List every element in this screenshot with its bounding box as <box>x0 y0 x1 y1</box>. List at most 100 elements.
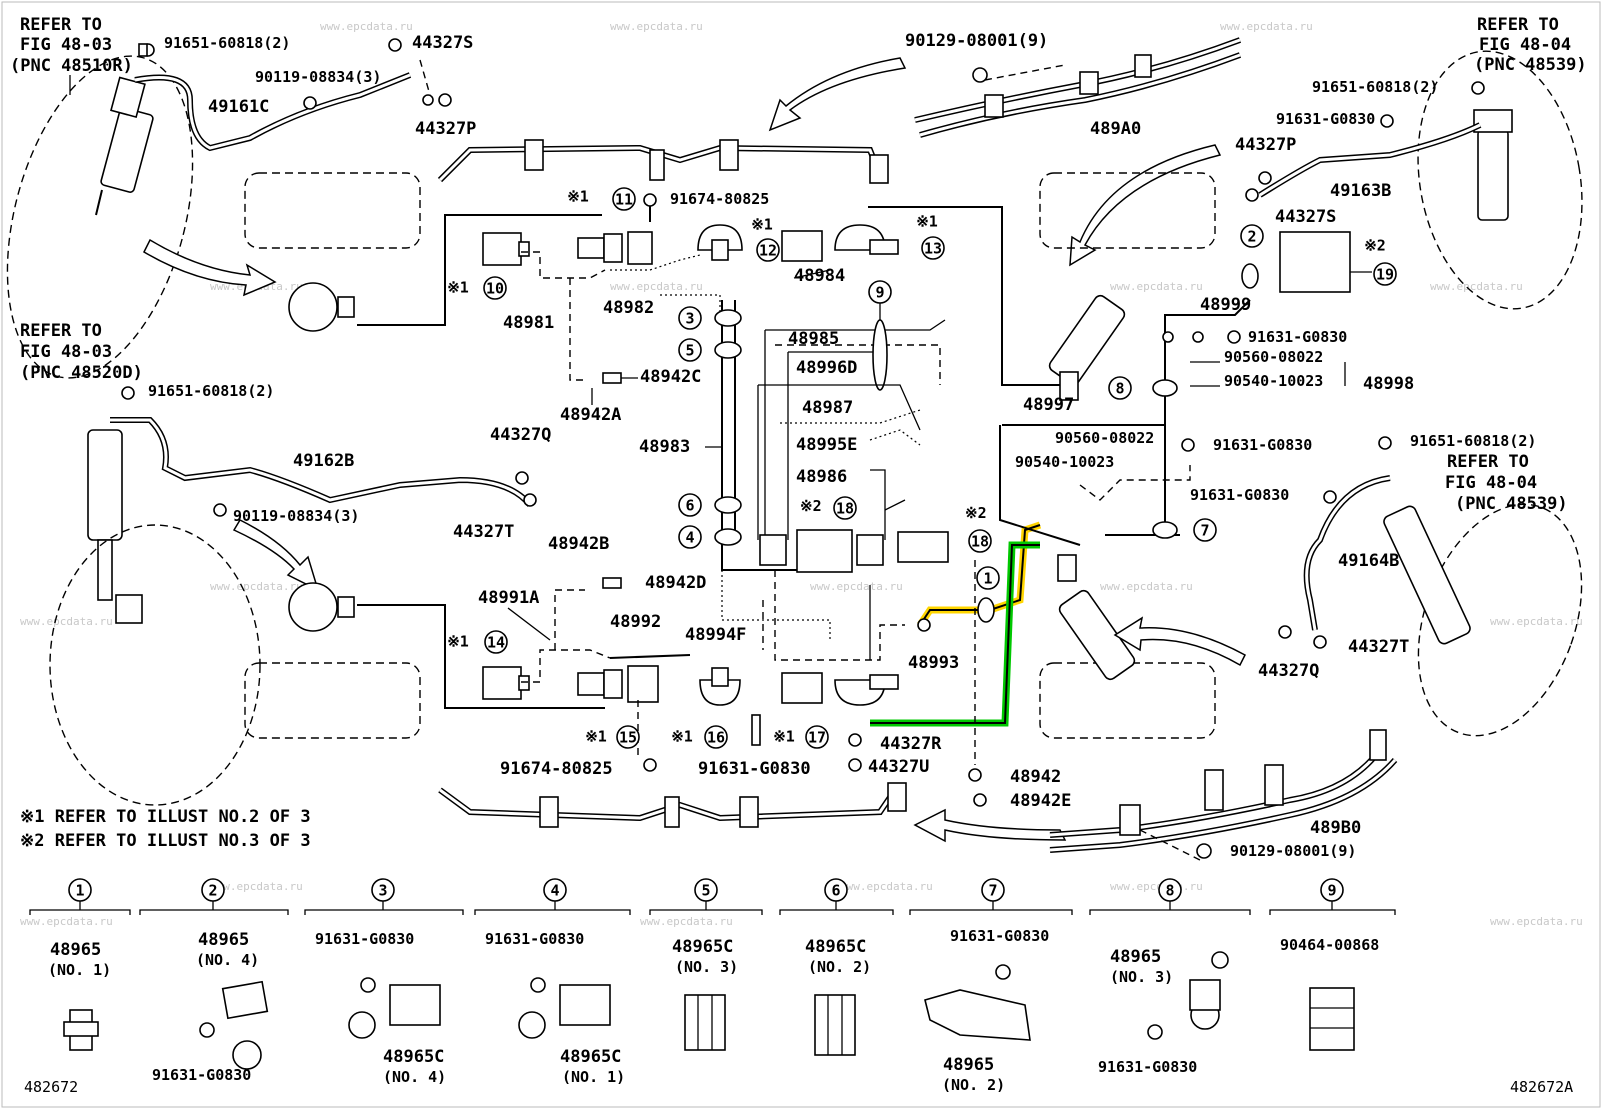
legend-sub: (NO. 4) <box>196 951 259 969</box>
part-44327Q: 44327Q <box>490 425 551 445</box>
part-44327Q: 44327Q <box>1258 661 1319 681</box>
watermark: www.epcdata.ru <box>1110 280 1203 293</box>
watermark: www.epcdata.ru <box>210 880 303 893</box>
part-91631-G0830: 91631-G0830 <box>1190 486 1289 504</box>
part-91631-G0830: 91631-G0830 <box>1248 328 1347 346</box>
clamp-2 <box>1241 263 1259 289</box>
wheel-well-rr <box>1039 662 1216 739</box>
refer-tl-line1: REFER TO <box>20 15 102 35</box>
svg-text:1: 1 <box>75 882 84 900</box>
clamp-6 <box>714 496 742 514</box>
part-48942C: 48942C <box>640 367 701 387</box>
part-48986: 48986 <box>796 467 847 487</box>
legend-sub: 48965C <box>383 1047 444 1067</box>
harness-dash <box>521 251 606 279</box>
clamp-1 <box>977 597 995 623</box>
arrow-ml <box>232 519 320 592</box>
part-48981: 48981 <box>503 313 554 333</box>
callout-15: 15 <box>619 729 637 747</box>
part-48982: 48982 <box>603 298 654 318</box>
part-48984: 48984 <box>794 266 845 286</box>
part-48996D: 48996D <box>796 358 857 378</box>
svg-text:2: 2 <box>208 882 217 900</box>
legend-sub: 48965C <box>560 1047 621 1067</box>
legend-item-2: 2 48965 (NO. 4) 91631-G0830 <box>139 878 289 1084</box>
actuator-10 <box>482 232 530 266</box>
legend-part: 48965C <box>672 937 733 957</box>
part-48994F: 48994F <box>685 625 746 645</box>
refer-tr-line3: (PNC 48539) <box>1474 55 1587 75</box>
note-mark: ※1 <box>916 213 938 231</box>
legend-item-5: 5 48965C (NO. 3) <box>649 878 763 1051</box>
part-90560-08022: 90560-08022 <box>1055 429 1154 447</box>
note-mark: ※1 <box>773 728 795 746</box>
connector-11 <box>577 231 653 265</box>
connector-48992 <box>609 654 691 659</box>
legend-part: 48965 <box>1110 947 1161 967</box>
callout-18: 18 <box>836 500 854 518</box>
note-mark: ※1 <box>567 188 589 206</box>
watermark: www.epcdata.ru <box>640 915 733 928</box>
harness-dash <box>521 649 611 683</box>
nut-icon <box>1245 171 1272 202</box>
callout-13: 13 <box>924 240 942 258</box>
svg-text:3: 3 <box>378 882 387 900</box>
shock-absorber-tr <box>1473 109 1513 221</box>
bolt-icon <box>643 193 657 222</box>
legend-part: 91631-G0830 <box>315 930 414 948</box>
callouts: 1 2 3 4 5 6 7 8 9 10 11 12 13 14 15 16 1… <box>483 187 1397 749</box>
sensor-16 <box>699 667 741 706</box>
callout-14: 14 <box>487 634 505 652</box>
part-49162B: 49162B <box>293 451 354 471</box>
refer-tr-line2: FIG 48-04 <box>1479 35 1571 55</box>
part-44327P: 44327P <box>415 119 476 139</box>
bolt-icon <box>303 96 317 110</box>
part-48942B: 48942B <box>548 534 609 554</box>
callout-6: 6 <box>685 497 694 515</box>
arrow-tr <box>1069 144 1222 267</box>
wire-sensor-rl <box>357 604 605 709</box>
svg-text:8: 8 <box>1165 882 1174 900</box>
svg-text:5: 5 <box>701 882 710 900</box>
legend-part: 48965C <box>805 937 866 957</box>
part-44327S: 44327S <box>1275 207 1336 227</box>
part-91674-80825: 91674-80825 <box>670 190 769 208</box>
part-91651-60818: 91651-60818(2) <box>1312 78 1438 96</box>
legend-sub: (NO. 2) <box>808 958 871 976</box>
arrow-bottom <box>913 808 1067 843</box>
part-49161C: 49161C <box>208 97 269 117</box>
note-mark: ※1 <box>671 728 693 746</box>
part-48987: 48987 <box>802 398 853 418</box>
legend-part: 91631-G0830 <box>485 930 584 948</box>
note-2: ※2 REFER TO ILLUST NO.3 OF 3 <box>20 831 311 851</box>
harness-dash <box>569 278 585 381</box>
bolt-icon <box>138 43 155 57</box>
part-48942A: 48942A <box>560 405 621 425</box>
legend-sub: 48965 <box>943 1055 994 1075</box>
callout-1: 1 <box>983 570 992 588</box>
part-48995E: 48995E <box>796 435 857 455</box>
part-91631-G0830: 91631-G0830 <box>1213 436 1312 454</box>
part-90119-08834: 90119-08834(3) <box>255 68 381 86</box>
bolt-icon <box>1162 330 1241 344</box>
bolt-icon <box>972 67 988 83</box>
note-mark: ※1 <box>447 279 469 297</box>
legend-sub: 91631-G0830 <box>1098 1058 1197 1076</box>
watermark: www.epcdata.ru <box>1430 280 1523 293</box>
legend-sub: (NO. 2) <box>942 1076 1005 1094</box>
part-91631-G0830: 91631-G0830 <box>1276 110 1375 128</box>
legend-item-7: 7 91631-G0830 48965 (NO. 2) <box>909 878 1073 1094</box>
part-48942: 48942 <box>1010 767 1061 787</box>
bolt-icon <box>388 38 402 52</box>
part-489A0: 489A0 <box>1090 119 1141 139</box>
part-91651-60818: 91651-60818(2) <box>148 382 274 400</box>
part-44327R: 44327R <box>880 734 942 754</box>
bolt-icon <box>1181 438 1337 504</box>
callout-2: 2 <box>1247 228 1256 246</box>
detail-ellipse-ml <box>49 524 261 806</box>
watermark: www.epcdata.ru <box>1100 580 1193 593</box>
part-44327S: 44327S <box>412 33 473 53</box>
callout-4: 4 <box>685 529 694 547</box>
arrow-top <box>768 57 907 132</box>
